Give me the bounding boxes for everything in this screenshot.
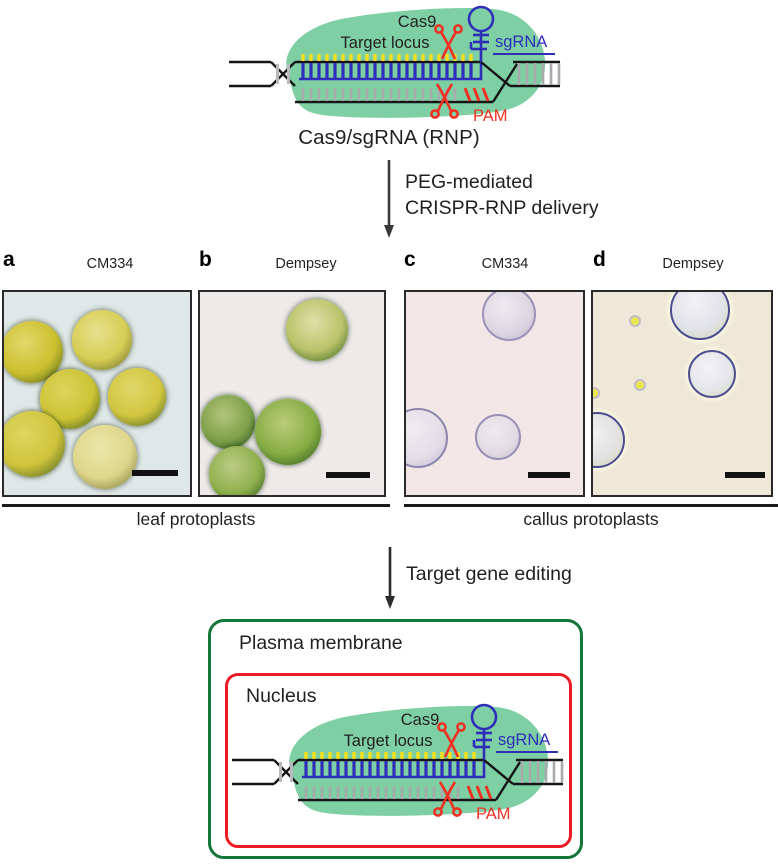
panel-d-scalebar — [725, 472, 765, 478]
protoplast-cell — [593, 412, 625, 468]
panel-c-scalebar — [528, 472, 570, 478]
protoplast-cell — [255, 399, 321, 465]
micrograph-panel-row: a CM334 b Dempsey — [0, 248, 778, 533]
cas9-label: Cas9 — [398, 13, 437, 31]
arrow-peg-delivery-label-2: CRISPR-RNP delivery — [405, 197, 599, 219]
protoplast-cell — [4, 411, 65, 477]
rungs-right-gray — [520, 761, 564, 783]
arrow-target-gene-editing-label: Target gene editing — [406, 563, 572, 585]
panel-b: b Dempsey — [194, 248, 390, 500]
panel-d-title: Dempsey — [662, 256, 724, 272]
protoplast-cell — [482, 292, 536, 341]
panel-c-letter: c — [404, 248, 416, 271]
rungs-hybrid-blue — [301, 63, 473, 78]
rungs-gray — [301, 88, 457, 101]
panel-c: c CM334 — [402, 248, 588, 500]
sgrna-strand — [299, 32, 483, 81]
pam-rungs — [463, 87, 490, 102]
pam-label: PAM — [473, 107, 508, 125]
target-locus-label: Target locus — [344, 732, 433, 750]
rnp-caption: Cas9/sgRNA (RNP) — [298, 126, 480, 149]
sgrna-strand — [302, 730, 486, 779]
rnp-diagram-bottom: Cas9 Target locus sgRNA PAM — [228, 700, 564, 823]
panel-a-letter: a — [3, 248, 15, 271]
panel-c-image[interactable] — [404, 290, 585, 497]
protoplast-cell — [286, 299, 348, 361]
panel-d-letter: d — [593, 248, 606, 271]
protoplast-cell — [406, 408, 448, 468]
leaf-group-rule — [2, 504, 390, 507]
sgrna-label: sgRNA — [498, 731, 550, 749]
panel-d: d Dempsey — [588, 248, 778, 500]
arrow-peg-delivery — [381, 160, 397, 238]
sgrna-hairpin — [470, 703, 498, 749]
dna-left-duplex — [229, 60, 271, 88]
protoplast-cell — [73, 425, 137, 489]
panel-b-letter: b — [199, 248, 212, 271]
rungs-yellow — [301, 54, 473, 61]
protoplast-cell — [201, 395, 255, 449]
dna-left-crossover — [270, 61, 296, 87]
panel-a-image[interactable] — [2, 290, 192, 497]
protoplast-cell — [209, 446, 265, 495]
panel-a-scalebar — [132, 470, 178, 476]
rungs-right-gray — [517, 63, 561, 85]
rnp-diagram-top: Cas9 Target locus sgRNA PAM — [225, 2, 561, 125]
panel-b-scalebar — [326, 472, 370, 478]
protoplast-cell — [108, 368, 166, 426]
protoplast-cell — [475, 414, 521, 460]
panel-b-image[interactable] — [198, 290, 386, 497]
protoplast-cell — [72, 310, 132, 370]
pam-label: PAM — [476, 805, 511, 823]
panel-a: a CM334 — [0, 248, 194, 500]
dna-left-duplex — [232, 758, 274, 786]
panel-c-title: CM334 — [481, 256, 529, 272]
nucleus-label: Nucleus — [246, 685, 317, 707]
panel-d-image[interactable] — [591, 290, 773, 497]
scissors-lower-icon — [433, 781, 462, 817]
callus-group-label: callus protoplasts — [523, 509, 659, 529]
callus-group-rule — [404, 504, 778, 507]
sgrna-label: sgRNA — [495, 33, 547, 51]
panel-a-title: CM334 — [86, 256, 134, 272]
debris-dot — [636, 381, 644, 389]
dna-right-crossover — [483, 759, 522, 801]
panel-b-title: Dempsey — [275, 256, 337, 272]
rungs-hybrid-blue — [304, 761, 476, 776]
scissors-upper-icon — [434, 24, 463, 60]
target-locus-label: Target locus — [341, 34, 430, 52]
scissors-upper-icon — [437, 722, 466, 758]
rungs-yellow — [304, 752, 476, 759]
leaf-group-label: leaf protoplasts — [136, 509, 256, 529]
debris-dot — [631, 317, 639, 325]
sgrna-hairpin — [467, 5, 495, 51]
plasma-membrane-label: Plasma membrane — [239, 632, 403, 654]
dna-right-duplex — [510, 60, 560, 88]
arrow-peg-delivery-label-1: PEG-mediated — [405, 171, 533, 193]
protoplast-cell — [670, 292, 730, 340]
debris-dot — [593, 389, 598, 397]
pam-rungs — [466, 785, 493, 800]
scissors-lower-icon — [430, 83, 459, 119]
dna-right-duplex — [513, 758, 563, 786]
arrow-target-gene-editing — [382, 547, 398, 609]
protoplast-cell — [688, 350, 736, 398]
dna-right-crossover — [480, 61, 519, 103]
dna-left-crossover — [273, 759, 299, 785]
cas9-label: Cas9 — [401, 711, 440, 729]
